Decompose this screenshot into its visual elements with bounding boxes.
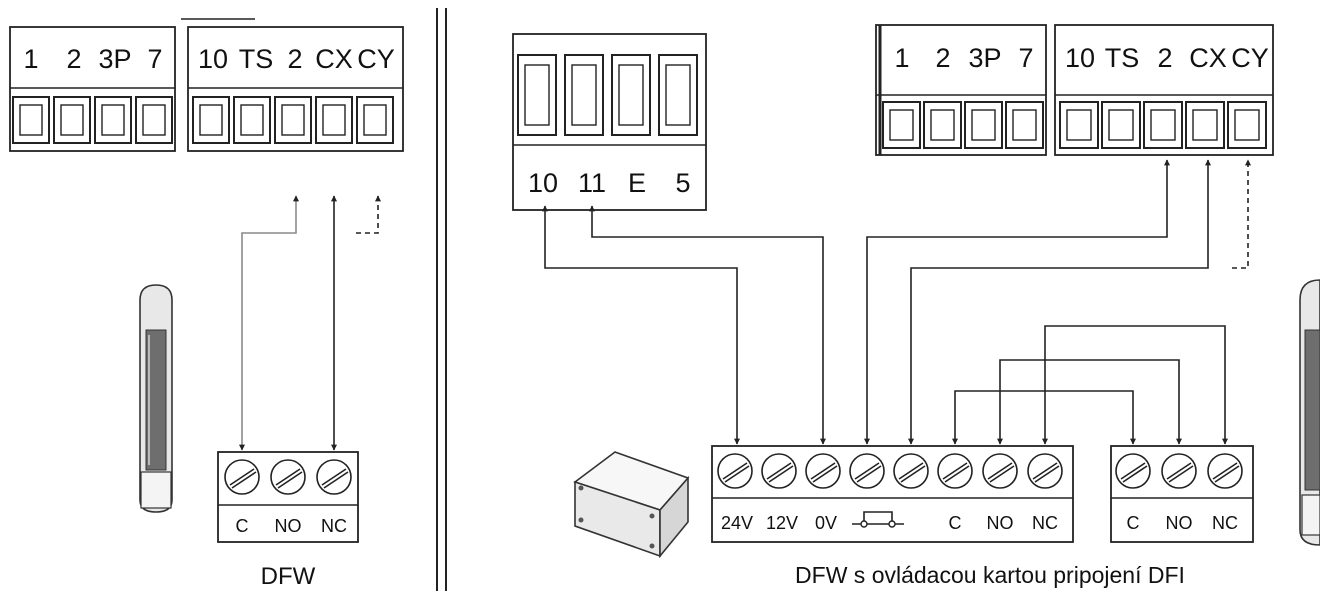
terminal-label: 3P [98, 44, 131, 74]
terminal-label: CX [315, 44, 353, 74]
screw-slot [1185, 101, 1225, 149]
screw-slot [135, 96, 173, 144]
terminal-label: CY [1231, 43, 1269, 73]
screw-slot [315, 96, 353, 144]
screw-slot [882, 101, 921, 149]
wire-0v-to-11 [589, 205, 826, 445]
terminal-label: 0V [815, 513, 837, 533]
terminal-label: 5 [675, 168, 690, 198]
screw-slot [1143, 101, 1183, 149]
screw-terminal [717, 453, 753, 489]
wire-no-to-no [997, 359, 1182, 445]
terminal-label: NC [1032, 513, 1058, 533]
terminal-label: 10 [198, 44, 228, 74]
wire-nc-to-nc [1042, 325, 1228, 445]
screw-slot [274, 96, 312, 144]
terminal-label: C [1127, 513, 1140, 533]
terminal-label: 2 [66, 44, 81, 74]
screw-terminal [270, 459, 306, 495]
screw-terminal [1207, 453, 1243, 489]
wire-c-to-2 [239, 195, 299, 451]
screw-slot [964, 101, 1003, 149]
screw-terminal [1161, 453, 1197, 489]
terminal-label: 2 [935, 43, 950, 73]
screw-terminal [893, 453, 929, 489]
control-card-enclosure [573, 451, 690, 559]
screw-slot [53, 96, 91, 144]
screw-slot [564, 54, 604, 136]
terminal-label: NC [321, 516, 347, 536]
wire-24v-to-10 [542, 205, 740, 445]
screw-slot [356, 96, 394, 144]
terminal-label: NO [987, 513, 1014, 533]
screw-terminal [1115, 453, 1151, 489]
terminal-label: E [628, 168, 646, 198]
right-wiring [542, 159, 1251, 445]
terminal-label: 12V [766, 513, 798, 533]
wire-cy-dashed [356, 195, 381, 234]
screw-slot [1059, 101, 1099, 149]
terminal-label: TS [239, 44, 274, 74]
panel-separator [436, 8, 447, 591]
screw-terminal [982, 453, 1018, 489]
screw-terminal [937, 453, 973, 489]
diagram-caption: DFW s ovládacou kartou pripojení DFI [795, 562, 1185, 588]
relay-terminal-block: C NO NC [1110, 445, 1254, 543]
terminal-label: 10 [1065, 43, 1095, 73]
screw-slot [1101, 101, 1141, 149]
wire-contact-to-cx [908, 159, 1211, 445]
screw-slot [1227, 101, 1267, 149]
photocell-column-right [1299, 279, 1320, 546]
wire-cy-dashed-right [1232, 159, 1251, 269]
photocell-column-left [139, 284, 173, 513]
device-label: DFW [261, 563, 316, 590]
screw-slot [611, 54, 651, 136]
screw-terminal [224, 459, 260, 495]
terminal-label: 1 [894, 43, 909, 73]
right-terminal-strip-1: 1 2 3P 7 [875, 24, 1047, 156]
screw-slot [192, 96, 230, 144]
terminal-label: CX [1189, 43, 1227, 73]
left-terminal-strip-2: 10 TS 2 CX CY [181, 18, 404, 152]
terminal-label: 24V [721, 513, 753, 533]
screw-slot [658, 54, 698, 136]
screw-terminal [849, 453, 885, 489]
dfw-terminal-block: C NO NC [217, 451, 359, 543]
terminal-label: 7 [1018, 43, 1033, 73]
right-terminal-strip-2: 10 TS 2 CX CY [1054, 24, 1274, 156]
terminal-label: 11 [578, 168, 606, 198]
screw-slot [1005, 101, 1044, 149]
screw-terminal [805, 453, 841, 489]
screw-slot [94, 96, 132, 144]
control-terminal-block: 10 11 E 5 [512, 33, 707, 211]
terminal-label: 7 [147, 44, 162, 74]
screw-terminal [316, 459, 352, 495]
screw-terminal [761, 453, 797, 489]
terminal-label: 3P [968, 43, 1001, 73]
terminal-label: 10 [528, 168, 558, 198]
screw-slot [517, 54, 557, 136]
screw-terminal [1027, 453, 1063, 489]
left-terminal-strip-1: 1 2 3P 7 [9, 26, 176, 152]
terminal-label: CY [357, 44, 395, 74]
terminal-label: 2 [1157, 43, 1172, 73]
terminal-label: 1 [23, 44, 38, 74]
wire-contact-to-2 [864, 159, 1170, 445]
screw-slot [923, 101, 962, 149]
terminal-label: C [949, 513, 962, 533]
screw-slot [12, 96, 50, 144]
terminal-label: NO [1166, 513, 1193, 533]
switch-contact-symbol [852, 511, 904, 528]
terminal-label: TS [1105, 43, 1140, 73]
terminal-label: C [236, 516, 249, 536]
wire-c-to-c [952, 390, 1136, 445]
terminal-label: 2 [287, 44, 302, 74]
terminal-label: NO [275, 516, 302, 536]
screw-slot [233, 96, 271, 144]
card-terminal-block: 24V 12V 0V C NO NC [711, 445, 1074, 543]
terminal-label: NC [1212, 513, 1238, 533]
